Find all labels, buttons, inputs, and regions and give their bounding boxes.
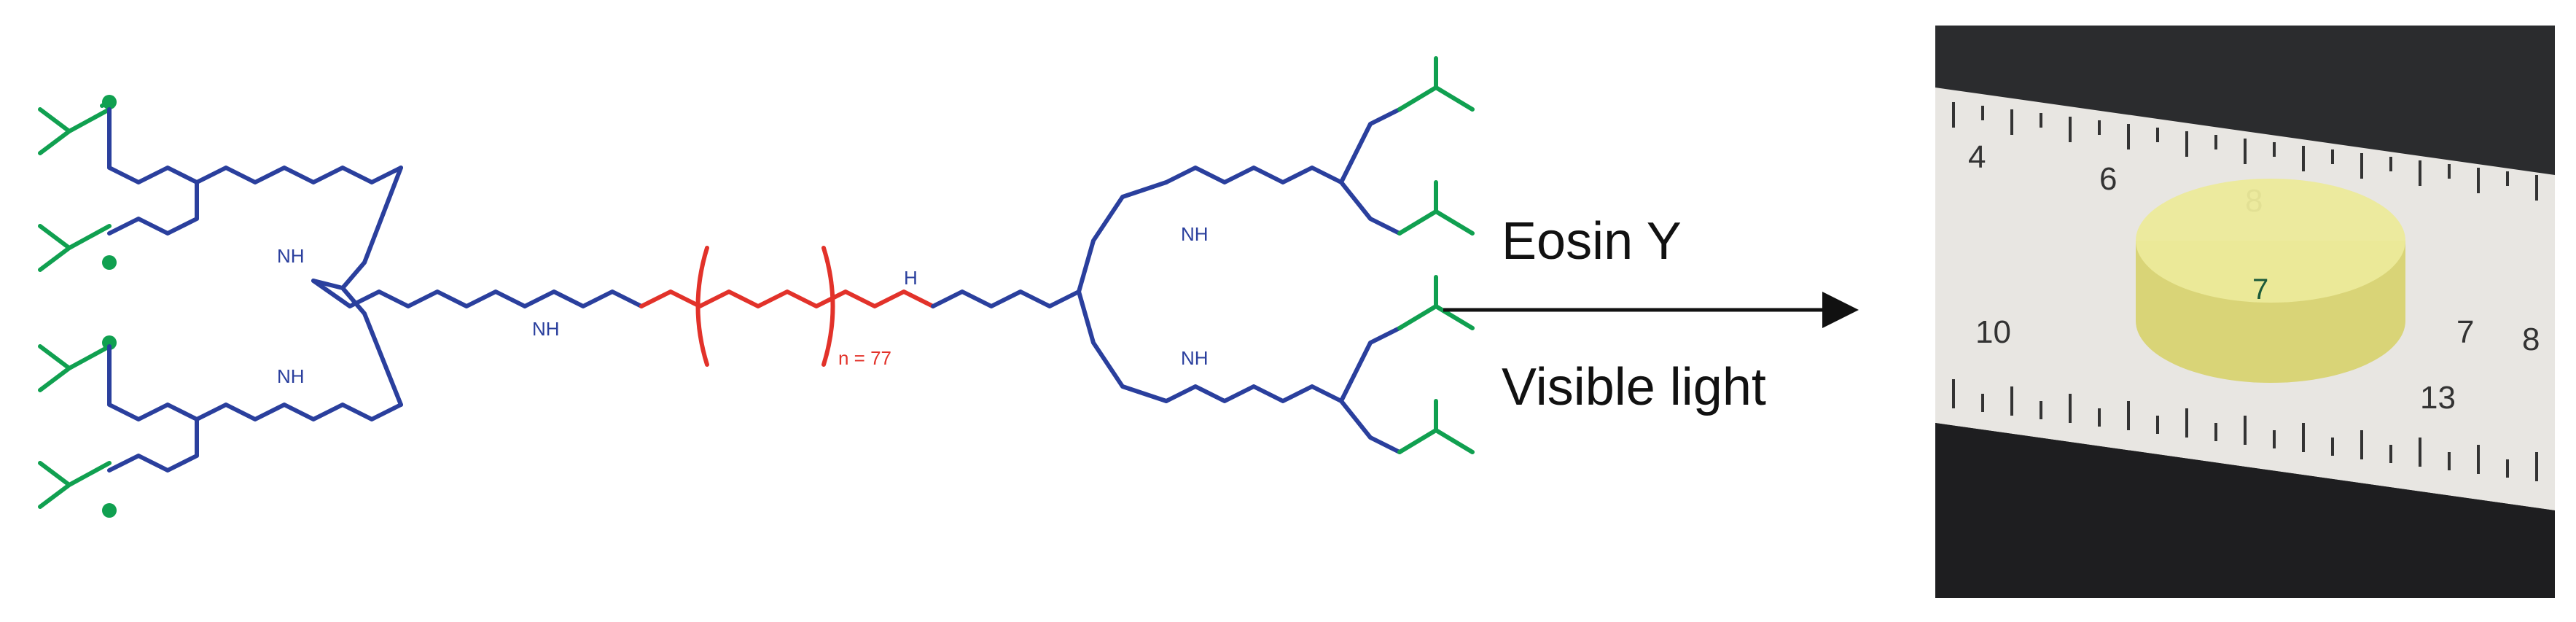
right-dendron: H NH NH	[904, 56, 1475, 454]
ruler-ticks	[1952, 102, 2538, 481]
right-h-label: H	[904, 267, 918, 289]
reaction-arrow-group: Eosin Y Visible light	[1443, 212, 1859, 416]
peg-close-bracket	[821, 246, 835, 367]
left-dendron: NH NH NH	[38, 95, 644, 518]
hydrogel-disc: 7	[2136, 179, 2405, 383]
left-core-bonds	[107, 107, 644, 473]
gel-marking: 7	[2252, 273, 2268, 306]
left-carbonyl-oxygens	[102, 95, 117, 518]
peg-open-bracket	[695, 246, 709, 367]
ruler-number-10: 10	[1975, 314, 2011, 350]
ruler-number-7: 7	[2456, 314, 2474, 350]
photo-lower-shadow	[1935, 423, 2555, 598]
ruler-number-13: 13	[2420, 380, 2456, 416]
peg-repeat-label: n = 77	[838, 347, 891, 369]
ruler-number-4: 4	[1968, 139, 1986, 175]
hydrogel-photo: 4 6 8 10 7 8 13 7	[1935, 26, 2555, 598]
left-nh-label-3: NH	[532, 318, 560, 340]
left-nh-label-1: NH	[277, 245, 305, 267]
right-core-bonds	[931, 107, 1402, 454]
peg-chain: n = 77	[639, 246, 935, 369]
condition-label: Visible light	[1502, 358, 1766, 416]
ruler-number-8b: 8	[2522, 322, 2540, 357]
left-methacrylate-groups	[38, 100, 112, 509]
ruler-number-6: 6	[2099, 161, 2117, 197]
reagent-label: Eosin Y	[1502, 212, 1682, 271]
right-atoms: H NH NH	[904, 223, 1209, 369]
left-atoms: NH NH NH	[277, 245, 560, 387]
right-nh-label-1: NH	[1181, 223, 1209, 245]
right-nh-label-2: NH	[1181, 347, 1209, 369]
left-nh-label-2: NH	[277, 365, 305, 387]
right-methacrylate-groups	[1397, 56, 1475, 454]
reaction-arrow-head	[1822, 292, 1859, 328]
